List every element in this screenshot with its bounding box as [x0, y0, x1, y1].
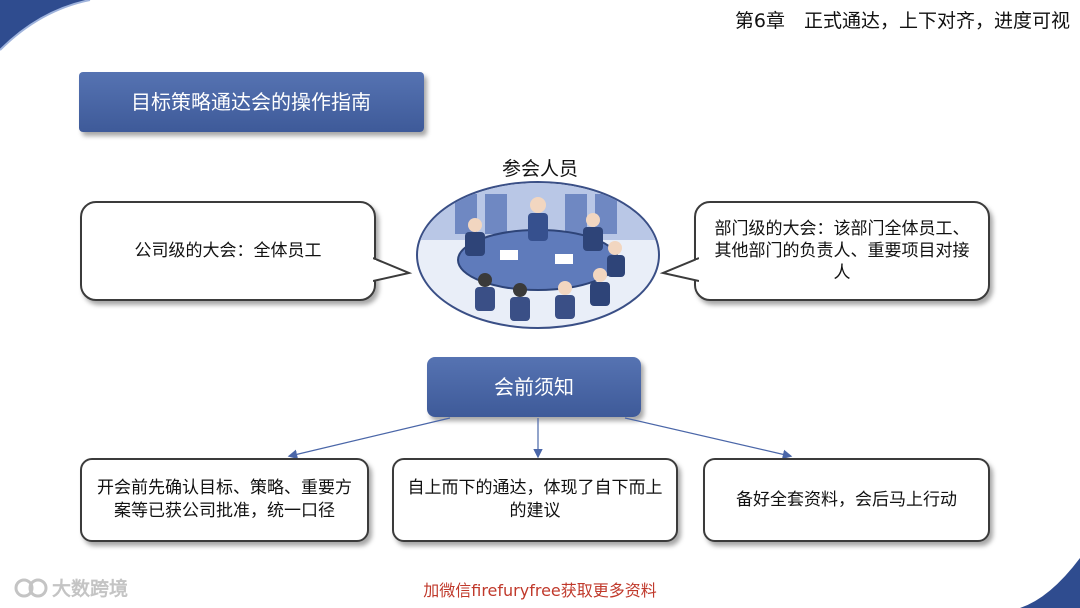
watermark-logo-icon — [14, 578, 48, 597]
notice-item-2: 自上而下的通达，体现了自下而上的建议 — [392, 458, 678, 542]
company-level-bubble: 公司级的大会：全体员工 — [80, 201, 376, 301]
right-bubble-tail — [659, 257, 699, 282]
corner-decoration-bottom-right — [1020, 558, 1080, 608]
section-title-bar: 目标策略通达会的操作指南 — [79, 72, 424, 132]
notice-item-2-text: 自上而下的通达，体现了自下而上的建议 — [407, 478, 663, 521]
attendees-label: 参会人员 — [501, 158, 578, 180]
section-title-label: 目标策略通达会的操作指南 — [131, 90, 371, 114]
notice-item-3-text: 备好全套资料，会后马上行动 — [736, 489, 957, 510]
promo-watermark: 加微信firefuryfree获取更多资料 — [423, 581, 657, 600]
chapter-title: 第6章 正式通达，上下对齐，进度可视 — [734, 10, 1070, 32]
notice-item-3: 备好全套资料，会后马上行动 — [703, 458, 990, 542]
meeting-illustration — [416, 181, 660, 329]
arrow-to-item-3 — [624, 417, 793, 460]
company-level-text: 公司级的大会：全体员工 — [134, 241, 322, 261]
watermark-logo-text: 大数跨境 — [52, 578, 129, 600]
department-level-text: 部门级的大会：该部门全体员工、其他部门的负责人、重要项目对接人 — [714, 219, 970, 283]
watermark-logo: 大数跨境 — [12, 574, 128, 601]
left-bubble-tail — [373, 257, 413, 282]
notice-item-1: 开会前先确认目标、策略、重要方案等已获公司批准，统一口径 — [80, 458, 369, 542]
pre-meeting-notice-box: 会前须知 — [427, 357, 641, 417]
arrow-to-item-1 — [287, 417, 451, 460]
notice-item-1-text: 开会前先确认目标、策略、重要方案等已获公司批准，统一口径 — [97, 478, 352, 521]
pre-meeting-notice-label: 会前须知 — [494, 375, 574, 399]
corner-decoration-top-left — [0, 0, 91, 51]
department-level-bubble: 部门级的大会：该部门全体员工、其他部门的负责人、重要项目对接人 — [694, 201, 990, 301]
